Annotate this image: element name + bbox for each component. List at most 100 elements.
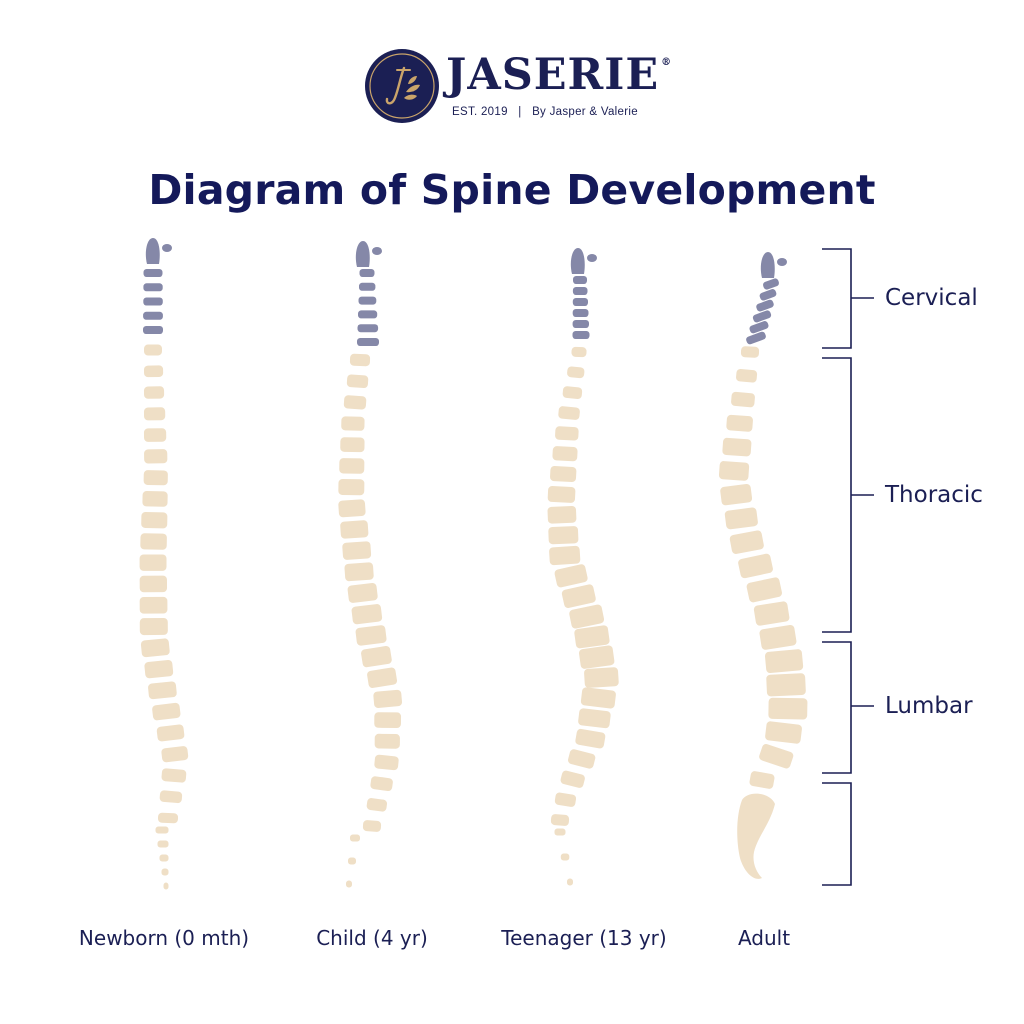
vertebra xyxy=(547,486,576,503)
vertebra xyxy=(370,776,393,792)
vertebra xyxy=(143,344,163,356)
vertebra xyxy=(161,746,189,763)
sacrum xyxy=(737,793,775,879)
cervical-vertebra xyxy=(759,289,777,301)
atlas-vertebra xyxy=(777,258,787,266)
vertebra xyxy=(575,728,606,749)
vertebra xyxy=(560,770,585,788)
vertebra xyxy=(366,798,388,812)
vertebra xyxy=(765,721,802,744)
vertebra xyxy=(726,414,753,432)
brand-established: EST. 2019 xyxy=(452,106,508,118)
vertebra xyxy=(373,689,403,708)
vertebra xyxy=(731,391,755,408)
vertebra xyxy=(367,667,398,688)
spine-adult xyxy=(718,252,808,879)
bracket-thoracic xyxy=(822,357,874,633)
brand-byline: By Jasper & Valerie xyxy=(532,106,638,118)
vertebra xyxy=(578,708,611,729)
atlas-vertebra xyxy=(587,254,597,262)
cervical-vertebra xyxy=(358,296,377,305)
coccyx-segment xyxy=(560,853,570,861)
vertebra xyxy=(355,625,387,646)
vertebra xyxy=(148,681,177,700)
vertebra xyxy=(342,541,372,560)
vertebra xyxy=(139,596,168,614)
page-title: Diagram of Spine Development xyxy=(148,166,876,214)
vertebra xyxy=(740,346,760,358)
vertebra xyxy=(143,365,164,378)
stage-label-adult: Adult xyxy=(738,926,790,950)
vertebra xyxy=(144,449,168,464)
vertebra xyxy=(143,470,168,486)
vertebra xyxy=(143,407,166,421)
stage-label-teenager: Teenager (13 yr) xyxy=(500,926,666,950)
cervical-vertebra xyxy=(143,269,163,277)
vertebra xyxy=(338,478,365,496)
coccyx-segment xyxy=(163,882,169,890)
vertebra xyxy=(361,645,392,668)
vertebra xyxy=(571,346,587,358)
cervical-vertebra xyxy=(746,331,766,345)
cervical-vertebra xyxy=(143,326,163,334)
cervical-vertebra xyxy=(572,298,588,306)
spine-child xyxy=(338,241,403,888)
vertebra xyxy=(746,577,782,603)
cervical-vertebra xyxy=(572,331,590,339)
coccyx-segment xyxy=(157,840,169,848)
axis-vertebra xyxy=(570,248,585,274)
vertebra xyxy=(362,820,382,832)
vertebra xyxy=(766,673,806,697)
spines xyxy=(139,238,808,890)
region-brackets xyxy=(822,248,874,886)
cervical-vertebra xyxy=(143,297,163,306)
axis-vertebra xyxy=(760,252,775,278)
vertebra xyxy=(156,724,185,742)
vertebra xyxy=(749,771,775,789)
vertebra xyxy=(340,437,365,453)
spine-teenager xyxy=(547,248,619,886)
cervical-vertebra xyxy=(572,320,589,328)
cervical-vertebra xyxy=(572,287,588,295)
vertebra xyxy=(343,395,367,410)
bracket-cervical xyxy=(822,248,874,349)
atlas-vertebra xyxy=(372,247,382,255)
cervical-vertebra xyxy=(143,311,163,320)
cervical-vertebra xyxy=(763,278,779,290)
vertebra xyxy=(374,733,400,749)
vertebra xyxy=(338,499,366,518)
vertebra xyxy=(374,712,402,728)
coccyx-segment xyxy=(350,834,360,842)
cervical-vertebra xyxy=(359,269,375,277)
vertebra xyxy=(736,368,758,383)
vertebra xyxy=(157,812,179,824)
cervical-vertebra xyxy=(572,309,589,317)
vertebra xyxy=(552,446,578,462)
brand-header: JASERIE® EST. 2019 | By Jasper & Valerie xyxy=(0,0,1024,140)
vertebra xyxy=(374,754,399,771)
coccyx-segment xyxy=(567,878,573,886)
region-label-cervical: Cervical xyxy=(885,285,978,311)
vertebra xyxy=(142,491,168,507)
stage-label-child: Child (4 yr) xyxy=(316,926,428,950)
cervical-vertebra xyxy=(749,321,769,334)
vertebra xyxy=(720,484,753,506)
axis-vertebra xyxy=(145,238,160,264)
vertebra xyxy=(558,406,580,420)
stage-label-newborn: Newborn (0 mth) xyxy=(79,926,249,950)
vertebra xyxy=(341,416,365,431)
vertebra xyxy=(140,638,170,658)
region-label-lumbar: Lumbar xyxy=(885,693,973,719)
vertebra xyxy=(578,645,615,669)
vertebra xyxy=(567,366,585,379)
vertebra xyxy=(549,545,581,566)
vertebra xyxy=(346,374,369,389)
brand-separator: | xyxy=(518,106,522,118)
coccyx-segment xyxy=(554,828,566,836)
coccyx-segment xyxy=(346,880,352,888)
vertebra xyxy=(339,458,365,474)
vertebra xyxy=(562,386,583,400)
vertebra xyxy=(724,507,758,530)
vertebra xyxy=(550,814,570,826)
